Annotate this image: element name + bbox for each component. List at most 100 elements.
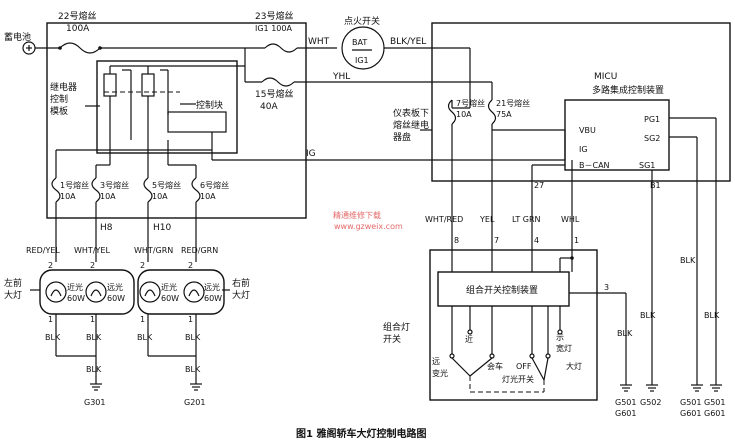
svg-text:大灯: 大灯 [232,289,250,301]
svg-text:BLK: BLK [704,311,720,320]
svg-text:开关: 开关 [383,333,401,345]
svg-text:变光: 变光 [432,368,448,378]
ground-g501-g601-b: G501 G601 [680,384,703,418]
combination-switch-box [429,249,598,401]
combination-switch-control-unit [437,271,570,307]
svg-text:5号熔丝: 5号熔丝 [152,180,181,190]
right-headlight [137,269,225,315]
left-low-beam-bulb: 近光 60W [45,281,85,303]
svg-text:左前: 左前 [4,277,22,289]
battery: 蓄电池 [4,31,36,55]
svg-text:WHT/RED: WHT/RED [425,215,463,224]
svg-text:75A: 75A [496,110,512,119]
svg-text:60W: 60W [107,294,125,303]
svg-text:2: 2 [188,261,193,270]
svg-text:OFF: OFF [516,362,532,371]
svg-text:100A: 100A [66,24,90,34]
svg-text:BLK: BLK [185,333,201,342]
svg-text:近: 近 [465,334,473,344]
svg-text:10A: 10A [456,110,472,119]
svg-text:YEL: YEL [479,215,495,224]
wire-ig: IG [306,149,316,159]
svg-text:B1: B1 [650,181,661,190]
fuse-21: 21号熔丝 75A [487,98,530,125]
svg-text:60W: 60W [67,294,85,303]
svg-text:6号熔丝: 6号熔丝 [200,180,229,190]
left-headlight [39,269,135,315]
svg-text:G601: G601 [704,409,725,418]
fuse-5: 5号熔丝 10A [143,177,181,203]
svg-text:近光: 近光 [161,282,177,292]
svg-text:10A: 10A [152,192,168,201]
svg-text:器盘: 器盘 [393,131,411,143]
svg-text:1: 1 [188,315,193,324]
svg-text:RED/YEL: RED/YEL [26,246,60,255]
fuse-3: 3号熔丝 10A [91,177,129,203]
svg-text:2: 2 [48,261,53,270]
svg-text:3: 3 [604,283,609,292]
svg-text:60W: 60W [161,294,179,303]
ground-g502: G502 [640,384,661,407]
svg-text:远: 远 [432,357,440,366]
svg-text:BLK: BLK [640,311,656,320]
svg-text:1号熔丝: 1号熔丝 [60,180,89,190]
svg-text:WHL: WHL [561,215,580,224]
svg-text:BLK: BLK [137,333,153,342]
svg-text:宽灯: 宽灯 [556,343,572,353]
ground-g201: G201 [184,383,205,407]
fuse-15: 15号熔丝 40A [245,77,295,112]
svg-text:G601: G601 [615,409,636,418]
svg-text:G501: G501 [615,398,636,407]
svg-text:VBU: VBU [579,126,596,135]
micu-title: MICU [594,72,617,82]
fuse-22: 22号熔丝 100A [58,10,102,54]
micu-subtitle: 多路集成控制装置 [592,84,664,96]
svg-text:G201: G201 [184,398,205,407]
svg-text:2: 2 [140,261,145,270]
svg-text:远光: 远光 [204,282,220,292]
svg-text:BLK: BLK [185,365,201,374]
fuse-7: 7号熔丝 10A [447,98,485,125]
right-high-beam-bulb: 远光 60W [183,281,222,303]
ground-g501-g601-c: G501 G601 [704,384,725,418]
fuse-1: 1号熔丝 10A [51,177,89,203]
svg-text:熔丝继电: 熔丝继电 [393,119,429,131]
svg-text:7: 7 [494,236,499,245]
svg-text:IG: IG [579,145,588,154]
svg-text:模板: 模板 [50,105,68,117]
svg-text:2: 2 [90,261,95,270]
svg-text:会车: 会车 [487,361,503,371]
svg-text:23号熔丝: 23号熔丝 [255,10,293,22]
svg-text:WHT/GRN: WHT/GRN [134,246,173,255]
svg-text:G501: G501 [680,398,701,407]
svg-text:WHT/YEL: WHT/YEL [74,246,110,255]
figure-caption: 图1 雅阁轿车大灯控制电路图 [296,427,426,440]
svg-text:示: 示 [556,333,564,342]
svg-text:大灯: 大灯 [4,289,22,301]
ground-g501-g601-a: G501 G601 [615,384,636,418]
svg-text:10A: 10A [100,192,116,201]
svg-text:1: 1 [574,236,579,245]
svg-text:1: 1 [140,315,145,324]
watermark-line2: www.gzweix.com [334,222,403,231]
svg-text:G501: G501 [704,398,725,407]
svg-text:1: 1 [48,315,53,324]
ground-g301: G301 [84,383,105,407]
battery-label: 蓄电池 [4,31,31,43]
fuse-6: 6号熔丝 10A [191,177,229,203]
relay-1 [103,66,132,140]
left-high-beam-bulb: 远光 60W [85,281,125,303]
svg-text:4: 4 [534,236,539,245]
svg-text:近光: 近光 [67,282,83,292]
micu-unit [564,99,670,171]
fuse-23: 23号熔丝 IG1 100A [255,10,298,53]
svg-text:B－CAN: B－CAN [579,161,610,170]
svg-text:组合开关控制装置: 组合开关控制装置 [466,284,538,296]
svg-text:40A: 40A [260,102,278,112]
svg-text:3号熔丝: 3号熔丝 [100,180,129,190]
svg-text:大灯: 大灯 [566,361,582,371]
dash-fuse-relay-box [431,22,731,182]
control-block: 控制块 [167,99,227,133]
relay-control-module [96,60,238,154]
